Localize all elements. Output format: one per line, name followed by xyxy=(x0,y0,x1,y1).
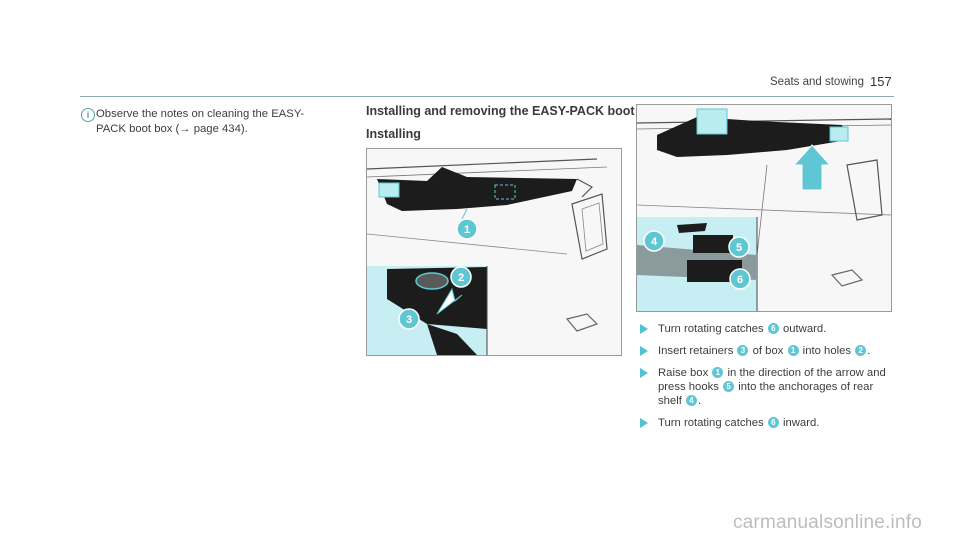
step-arrow-icon xyxy=(640,418,648,428)
callout-badge: 4 xyxy=(686,395,698,406)
callout-badge: 5 xyxy=(723,381,735,392)
section-heading: Installing and removing the EASY-PACK bo… xyxy=(366,104,661,118)
section-title: Seats and stowing xyxy=(770,76,864,88)
callout-5 xyxy=(728,236,750,258)
step-text: of box xyxy=(749,345,787,357)
step-item: Turn rotating catches 6 outward. xyxy=(636,322,896,336)
step-item: Turn rotating catches 6 inward. xyxy=(636,416,896,430)
callout-3 xyxy=(398,308,420,330)
instruction-steps: Turn rotating catches 6 outward. Insert … xyxy=(636,322,896,438)
step-text: inward. xyxy=(779,417,820,429)
step-text: into the anchorages of rear shelf xyxy=(658,381,874,407)
step-text: Turn rotating catches xyxy=(658,417,767,429)
step-text: . xyxy=(698,395,702,407)
svg-text:6: 6 xyxy=(737,274,743,286)
installing-figure-2: 4 5 6 xyxy=(636,104,892,312)
step-text: in the direction of the arrow and press … xyxy=(658,367,886,393)
step-text: outward. xyxy=(779,323,827,335)
svg-text:2: 2 xyxy=(458,272,464,284)
svg-text:4: 4 xyxy=(651,236,658,248)
step-text: into holes xyxy=(799,345,855,357)
callout-badge: 1 xyxy=(787,345,799,356)
rear-shelf-illustration: 4 5 6 xyxy=(637,105,891,311)
subsection-heading: Installing xyxy=(366,127,421,141)
callout-badge: 2 xyxy=(855,345,867,356)
step-arrow-icon xyxy=(640,368,648,378)
step-item: Insert retainers 3 of box 1 into holes 2… xyxy=(636,344,896,358)
callout-badge: 6 xyxy=(767,417,779,428)
installing-figure-1: 1 2 3 xyxy=(366,148,622,356)
step-text: Raise box xyxy=(658,367,712,379)
step-arrow-icon xyxy=(640,346,648,356)
header-divider xyxy=(80,96,894,97)
step-arrow-icon xyxy=(640,324,648,334)
svg-text:5: 5 xyxy=(736,242,742,254)
svg-text:1: 1 xyxy=(464,224,470,236)
callout-badge: 6 xyxy=(767,323,779,334)
svg-text:3: 3 xyxy=(406,314,412,326)
step-text: Turn rotating catches xyxy=(658,323,767,335)
callout-badge: 3 xyxy=(737,345,749,356)
callout-2 xyxy=(450,266,472,288)
boot-box-illustration: 1 2 3 xyxy=(367,149,621,355)
note-text: Observe the notes on cleaning the EASY-P… xyxy=(96,108,305,135)
page-number: 157 xyxy=(870,74,892,89)
callout-1 xyxy=(456,218,478,240)
step-text: . xyxy=(867,345,871,357)
callout-badge: 1 xyxy=(712,367,724,378)
step-text: Insert retainers xyxy=(658,345,737,357)
info-icon: i xyxy=(81,108,95,122)
callout-6 xyxy=(729,268,751,290)
step-item: Raise box 1 in the direction of the arro… xyxy=(636,366,896,408)
watermark: carmanualsonline.info xyxy=(732,512,922,533)
callout-4 xyxy=(643,230,665,252)
